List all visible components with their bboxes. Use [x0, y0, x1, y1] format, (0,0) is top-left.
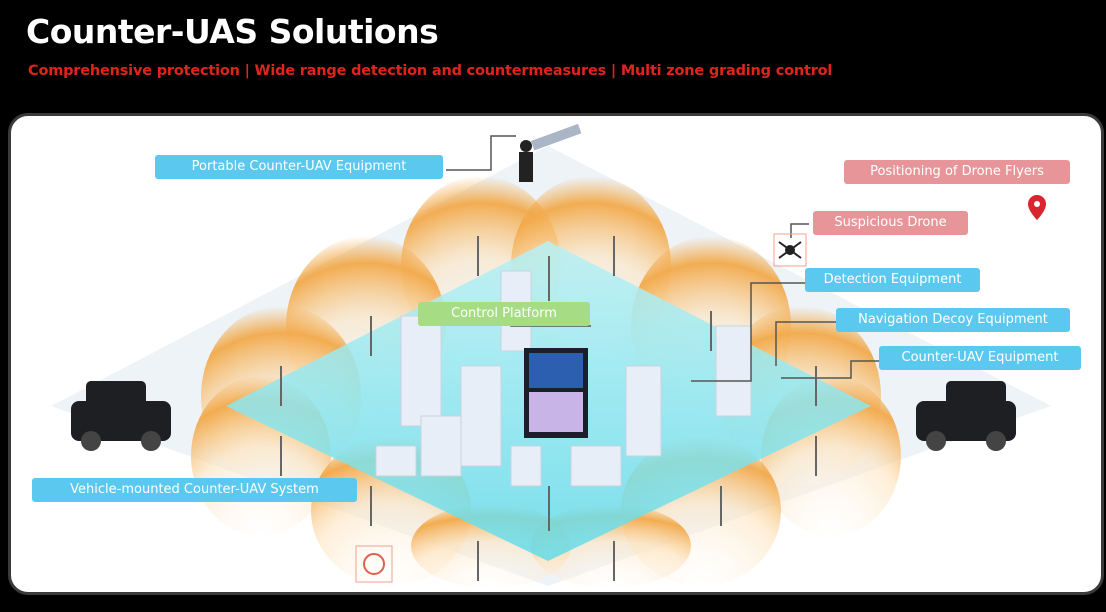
location-pin-icon: [1028, 195, 1046, 220]
operator-figure: [519, 123, 582, 182]
label-portable-counter-uav: Portable Counter-UAV Equipment: [155, 155, 443, 179]
target-icon: [355, 545, 393, 583]
page-title: Counter-UAS Solutions: [26, 12, 439, 51]
vehicle-right: [916, 381, 1016, 451]
label-counter-uav-equipment: Counter-UAV Equipment: [879, 346, 1081, 370]
drone-icon: [773, 233, 807, 267]
connector-lines: [446, 135, 881, 382]
label-control-platform: Control Platform: [418, 302, 590, 326]
sensor-towers: [280, 236, 817, 581]
control-platform-device: [524, 348, 588, 438]
page-subtitle: Comprehensive protection | Wide range de…: [28, 63, 833, 79]
vehicle-left: [71, 381, 171, 451]
label-detection-equipment: Detection Equipment: [805, 268, 980, 292]
label-suspicious-drone: Suspicious Drone: [813, 211, 968, 235]
label-navigation-decoy: Navigation Decoy Equipment: [836, 308, 1070, 332]
label-positioning-drone-flyers: Positioning of Drone Flyers: [844, 160, 1070, 184]
diagram-panel: Portable Counter-UAV Equipment Control P…: [8, 113, 1104, 595]
label-vehicle-mounted: Vehicle-mounted Counter-UAV System: [32, 478, 357, 502]
